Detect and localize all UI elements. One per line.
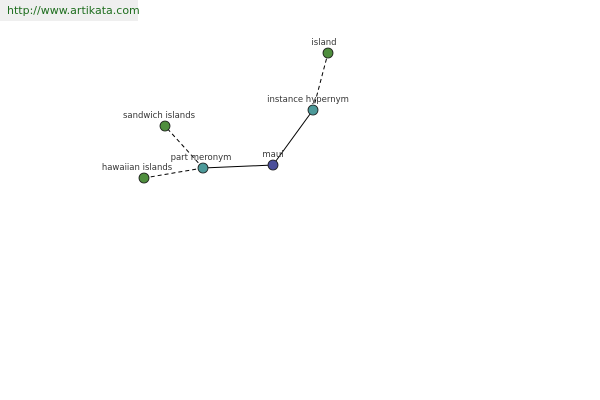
node-label: maui bbox=[262, 150, 283, 160]
edge-part-meronym-to-hawaiian-islands bbox=[143, 167, 204, 179]
node-label: island bbox=[311, 38, 336, 48]
graph-node-sandwich-islands[interactable]: sandwich islands bbox=[123, 111, 196, 132]
node-label: instance hypernym bbox=[267, 95, 349, 105]
node-dot[interactable] bbox=[322, 47, 334, 59]
node-dot[interactable] bbox=[138, 172, 150, 184]
edge-maui-to-part-meronym bbox=[202, 164, 274, 169]
nodes-layer: maui part meronym instance hypernym island s… bbox=[102, 38, 349, 184]
node-dot[interactable] bbox=[159, 120, 171, 132]
edge-part-meronym-to-sandwich-islands bbox=[164, 125, 204, 169]
node-dot[interactable] bbox=[267, 159, 279, 171]
graph-node-island[interactable]: island bbox=[311, 38, 337, 59]
node-dot[interactable] bbox=[197, 162, 209, 174]
site-url-link[interactable]: http://www.artikata.com bbox=[0, 0, 140, 21]
edge-maui-to-instance-hypernym bbox=[272, 109, 314, 166]
graph-node-hawaiian-islands[interactable]: hawaiian islands bbox=[102, 163, 173, 184]
graph-node-maui[interactable]: maui bbox=[262, 150, 284, 171]
node-label: part meronym bbox=[171, 153, 232, 163]
edges-layer bbox=[143, 52, 329, 179]
node-label: sandwich islands bbox=[123, 111, 196, 121]
edge-instance-hypernym-to-island bbox=[312, 52, 329, 111]
node-label: hawaiian islands bbox=[102, 163, 173, 173]
node-dot[interactable] bbox=[307, 104, 319, 116]
graph-node-instance-hypernym[interactable]: instance hypernym bbox=[267, 95, 349, 116]
graph-node-part-meronym[interactable]: part meronym bbox=[171, 153, 232, 174]
